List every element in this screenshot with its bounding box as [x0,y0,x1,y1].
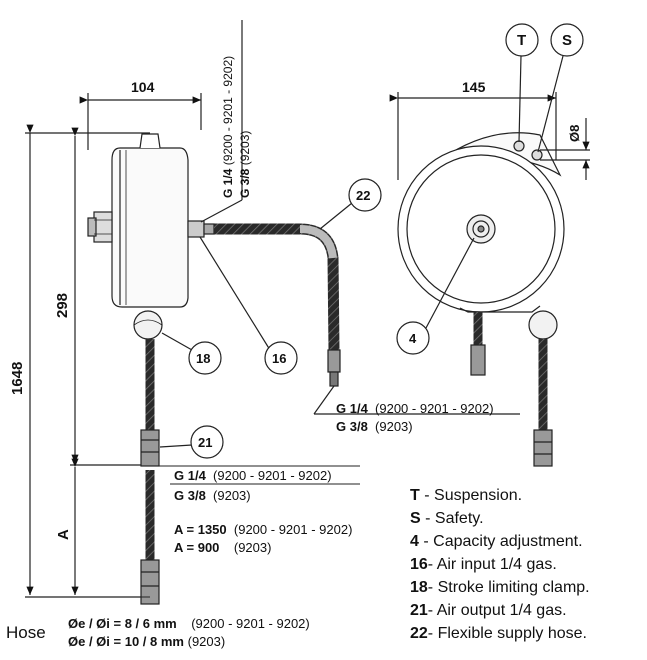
callout-18: 18 [196,351,211,366]
legend-item-22: 22- Flexible supply hose. [410,625,587,642]
dim-hole-diameter: Ø8 [567,124,582,142]
legend-item-16: 16- Air input 1/4 gas. [410,556,557,573]
legend-item-18: 18- Stroke limiting clamp. [410,579,590,596]
thread-label-vertical: G 1/4 (9200 - 9201 - 9202) [221,56,235,198]
thread-vertical-g14-models: (9200 - 9201 - 9202) [221,55,235,166]
callout-4: 4 [409,331,417,346]
legend-item-s: S - Safety. [410,510,484,527]
callout-t: T [517,32,527,49]
callout-22: 22 [356,188,371,203]
stroke-a2: A = 900 (9203) [174,540,272,555]
thread-vertical-g38-models: (9203) [238,130,252,166]
thread-hose-end-g14: G 1/4 (9200 - 9201 - 9202) [336,401,494,416]
callout-21: 21 [198,435,213,450]
dim-width-side: 104 [131,79,155,95]
legend-item-21: 21- Air output 1/4 gas. [410,602,567,619]
hose-spec-1: Øe / Øi = 8 / 6 mm (9200 - 9201 - 9202) [68,616,310,631]
side-view [25,20,520,605]
thread-output-g14: G 1/4 (9200 - 9201 - 9202) [174,468,332,483]
hose-title: Hose [6,623,46,642]
front-view [389,55,590,467]
dim-stroke-a: A [55,529,72,540]
thread-label-vertical-2: G 3/8 (9203) [238,131,252,198]
dim-body-height: 298 [54,292,71,318]
legend-item-t: T - Suspension. [410,487,523,504]
thread-vertical-g14: G 1/4 [221,168,235,198]
thread-output-g38: G 3/8 (9203) [174,488,251,503]
thread-hose-end-g38: G 3/8 (9203) [336,419,413,434]
callout-s: S [562,32,573,49]
stroke-a1: A = 1350 (9200 - 9201 - 9202) [174,522,353,537]
dim-width-front: 145 [462,79,486,95]
callout-circles [188,23,584,459]
hose-spec-2: Øe / Øi = 10 / 8 mm (9203) [68,634,226,649]
legend-item-4: 4 - Capacity adjustment. [410,533,583,550]
dim-total-height: 1648 [9,361,26,395]
callout-16: 16 [272,351,287,366]
thread-vertical-g38: G 3/8 [238,168,252,198]
